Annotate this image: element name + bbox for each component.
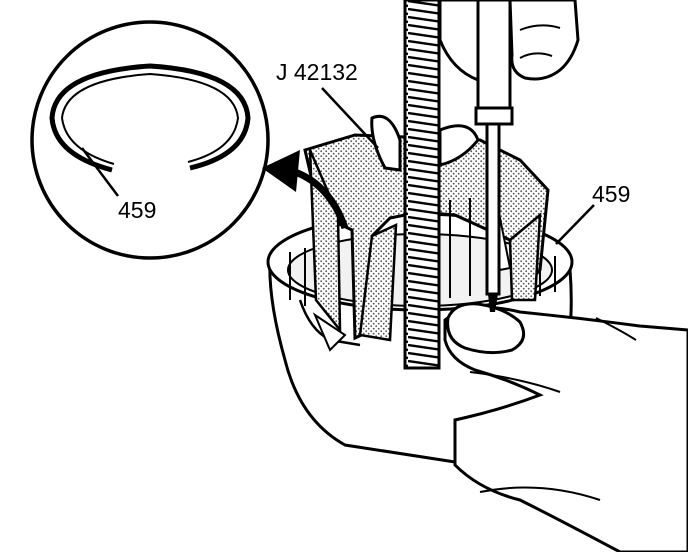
hand-holding-housing — [443, 302, 688, 552]
detail-indicator-arrow — [262, 150, 349, 230]
tool-number-label: J 42132 — [276, 59, 358, 85]
assembly-part-number-label: 459 — [592, 181, 630, 207]
assembly-part-leader-line — [555, 204, 595, 245]
hand-on-screwdriver — [438, 0, 580, 83]
snap-ring-inner-edge — [60, 72, 240, 165]
threaded-rod — [403, 0, 441, 370]
detail-part-leader-line — [81, 147, 119, 197]
tool-leader-line — [321, 87, 379, 149]
snap-ring-outer-edge — [49, 63, 251, 173]
snap-ring-detail-view — [30, 20, 270, 260]
detail-part-number-label: 459 — [118, 197, 156, 223]
